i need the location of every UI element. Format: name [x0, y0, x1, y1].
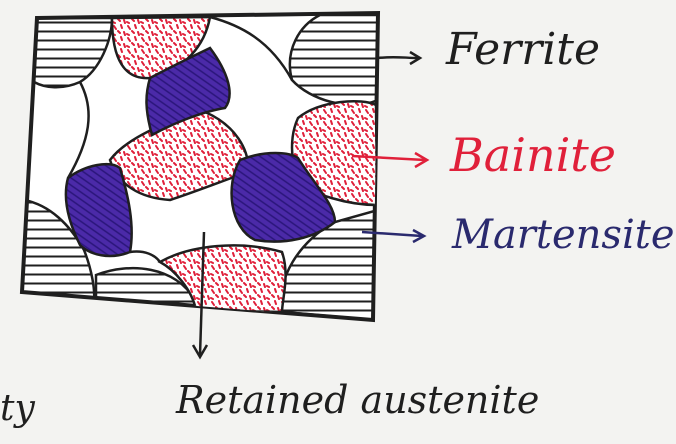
label-retained-austenite: Retained austenite: [176, 378, 539, 422]
text-fragment-left: ty: [0, 388, 35, 429]
label-martensite: Martensite: [452, 212, 675, 258]
arrow-ferrite: [378, 52, 420, 64]
label-bainite: Bainite: [450, 128, 616, 182]
label-ferrite: Ferrite: [446, 24, 600, 75]
